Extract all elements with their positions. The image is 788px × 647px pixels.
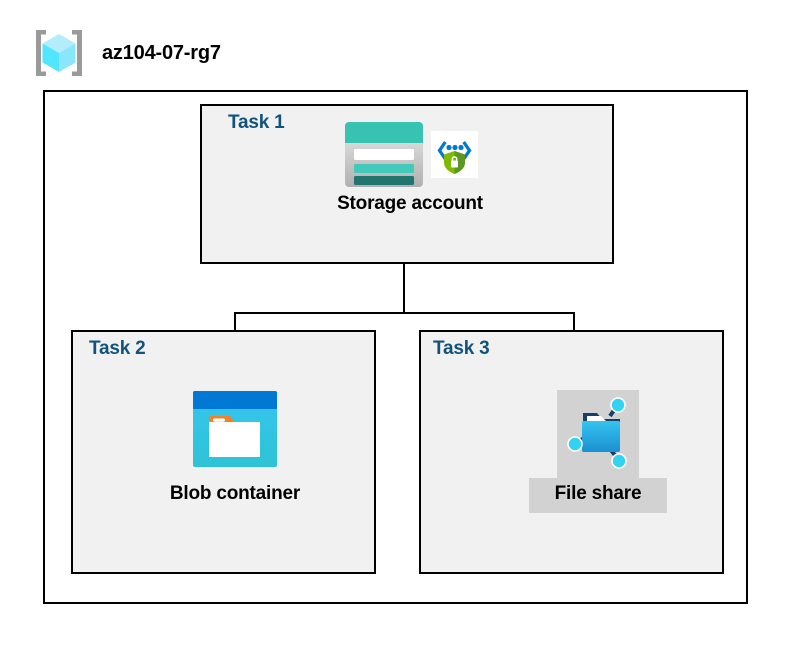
connector-horizontal (234, 312, 575, 314)
file-share-node: File share (498, 390, 698, 513)
task-2-label: Task 2 (89, 338, 146, 359)
blob-container-icon (193, 391, 277, 467)
file-share-icon-backdrop (557, 390, 639, 478)
file-share-caption: File share (528, 478, 668, 513)
storage-account-caption: Storage account (337, 193, 483, 214)
storage-account-node: Storage account (295, 118, 525, 215)
resource-group-cube-icon (36, 30, 82, 76)
connector-trunk-vertical (403, 228, 405, 314)
storage-account-icon-group (343, 118, 478, 190)
resource-group-name: az104-07-rg7 (102, 41, 221, 64)
file-share-icon (567, 397, 627, 469)
storage-account-icon (344, 122, 423, 187)
task-3-label: Task 3 (433, 338, 490, 359)
resource-group-header: az104-07-rg7 (30, 27, 221, 79)
secure-endpoint-shield-icon (430, 130, 478, 178)
blob-container-node: Blob container (150, 390, 320, 505)
task-1-label: Task 1 (228, 112, 285, 133)
blob-container-caption: Blob container (169, 483, 301, 504)
